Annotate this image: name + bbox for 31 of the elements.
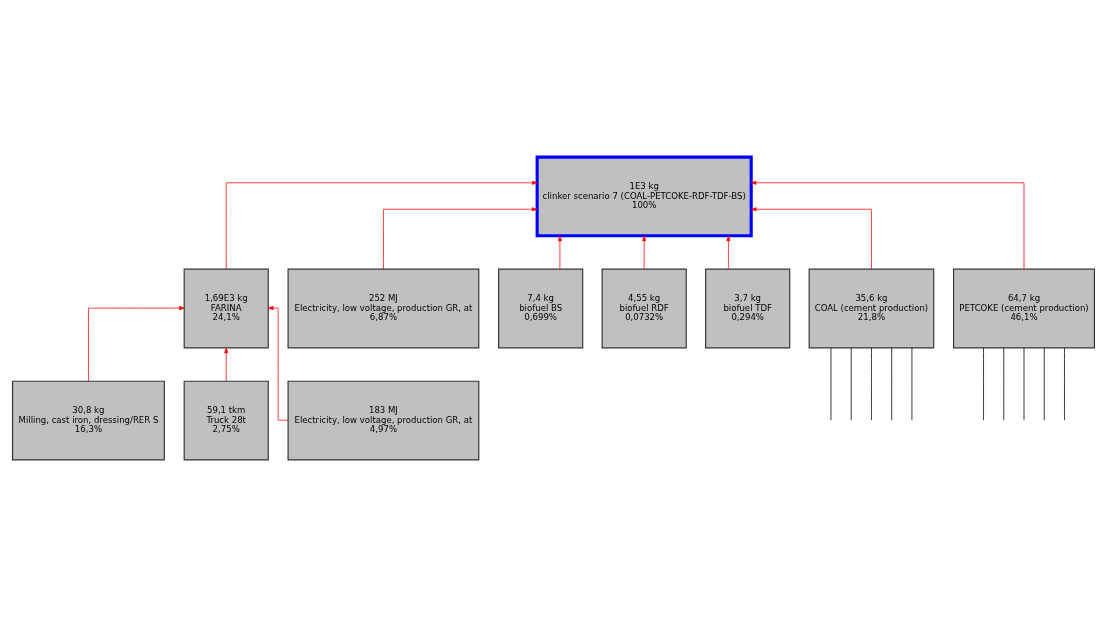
connector xyxy=(850,347,852,421)
connector xyxy=(830,347,832,421)
arrow xyxy=(88,306,185,382)
connector xyxy=(891,347,893,421)
node-box: 30,8 kg Milling, cast iron, dressing/RER S 16,3% xyxy=(11,380,165,461)
arrow xyxy=(268,306,289,421)
arrow xyxy=(751,207,872,270)
connector xyxy=(983,347,984,421)
node-box: 1E3 kg clinker scenario 7 (COAL-PETCOKE-RDF-TDF-BS) 100% xyxy=(535,155,753,238)
arrow xyxy=(642,235,647,270)
connector xyxy=(1064,347,1065,421)
node-box: 35,6 kg COAL (cement production) 21,8% xyxy=(808,268,935,349)
arrow xyxy=(726,235,731,270)
node-box: 59,1 tkm Truck 28t 2,75% xyxy=(183,380,269,461)
connector xyxy=(1003,347,1005,421)
connector xyxy=(1043,347,1045,421)
arrow xyxy=(224,347,229,382)
node-box: 183 MJ Electricity, low voltage, production GR, at 4,97% xyxy=(287,380,480,461)
arrow xyxy=(750,180,1025,270)
connector xyxy=(1023,347,1025,421)
connector xyxy=(871,347,872,421)
arrow xyxy=(225,180,538,270)
arrow xyxy=(383,207,538,270)
node-box: 1,69E3 kg FARINA 24,1% xyxy=(183,268,269,349)
node-box: 7,4 kg biofuel BS 0,699% xyxy=(498,268,584,349)
arrow xyxy=(557,235,562,270)
node-box: 64,7 kg PETCOKE (cement production) 46,1% xyxy=(953,268,1096,349)
node-box: 3,7 kg biofuel TDF 0,294% xyxy=(705,268,791,349)
connector xyxy=(911,347,913,421)
node-box: 252 MJ Electricity, low voltage, production GR, at 6,87% xyxy=(287,268,480,349)
node-box: 4,55 kg biofuel RDF 0,0732% xyxy=(601,268,687,349)
